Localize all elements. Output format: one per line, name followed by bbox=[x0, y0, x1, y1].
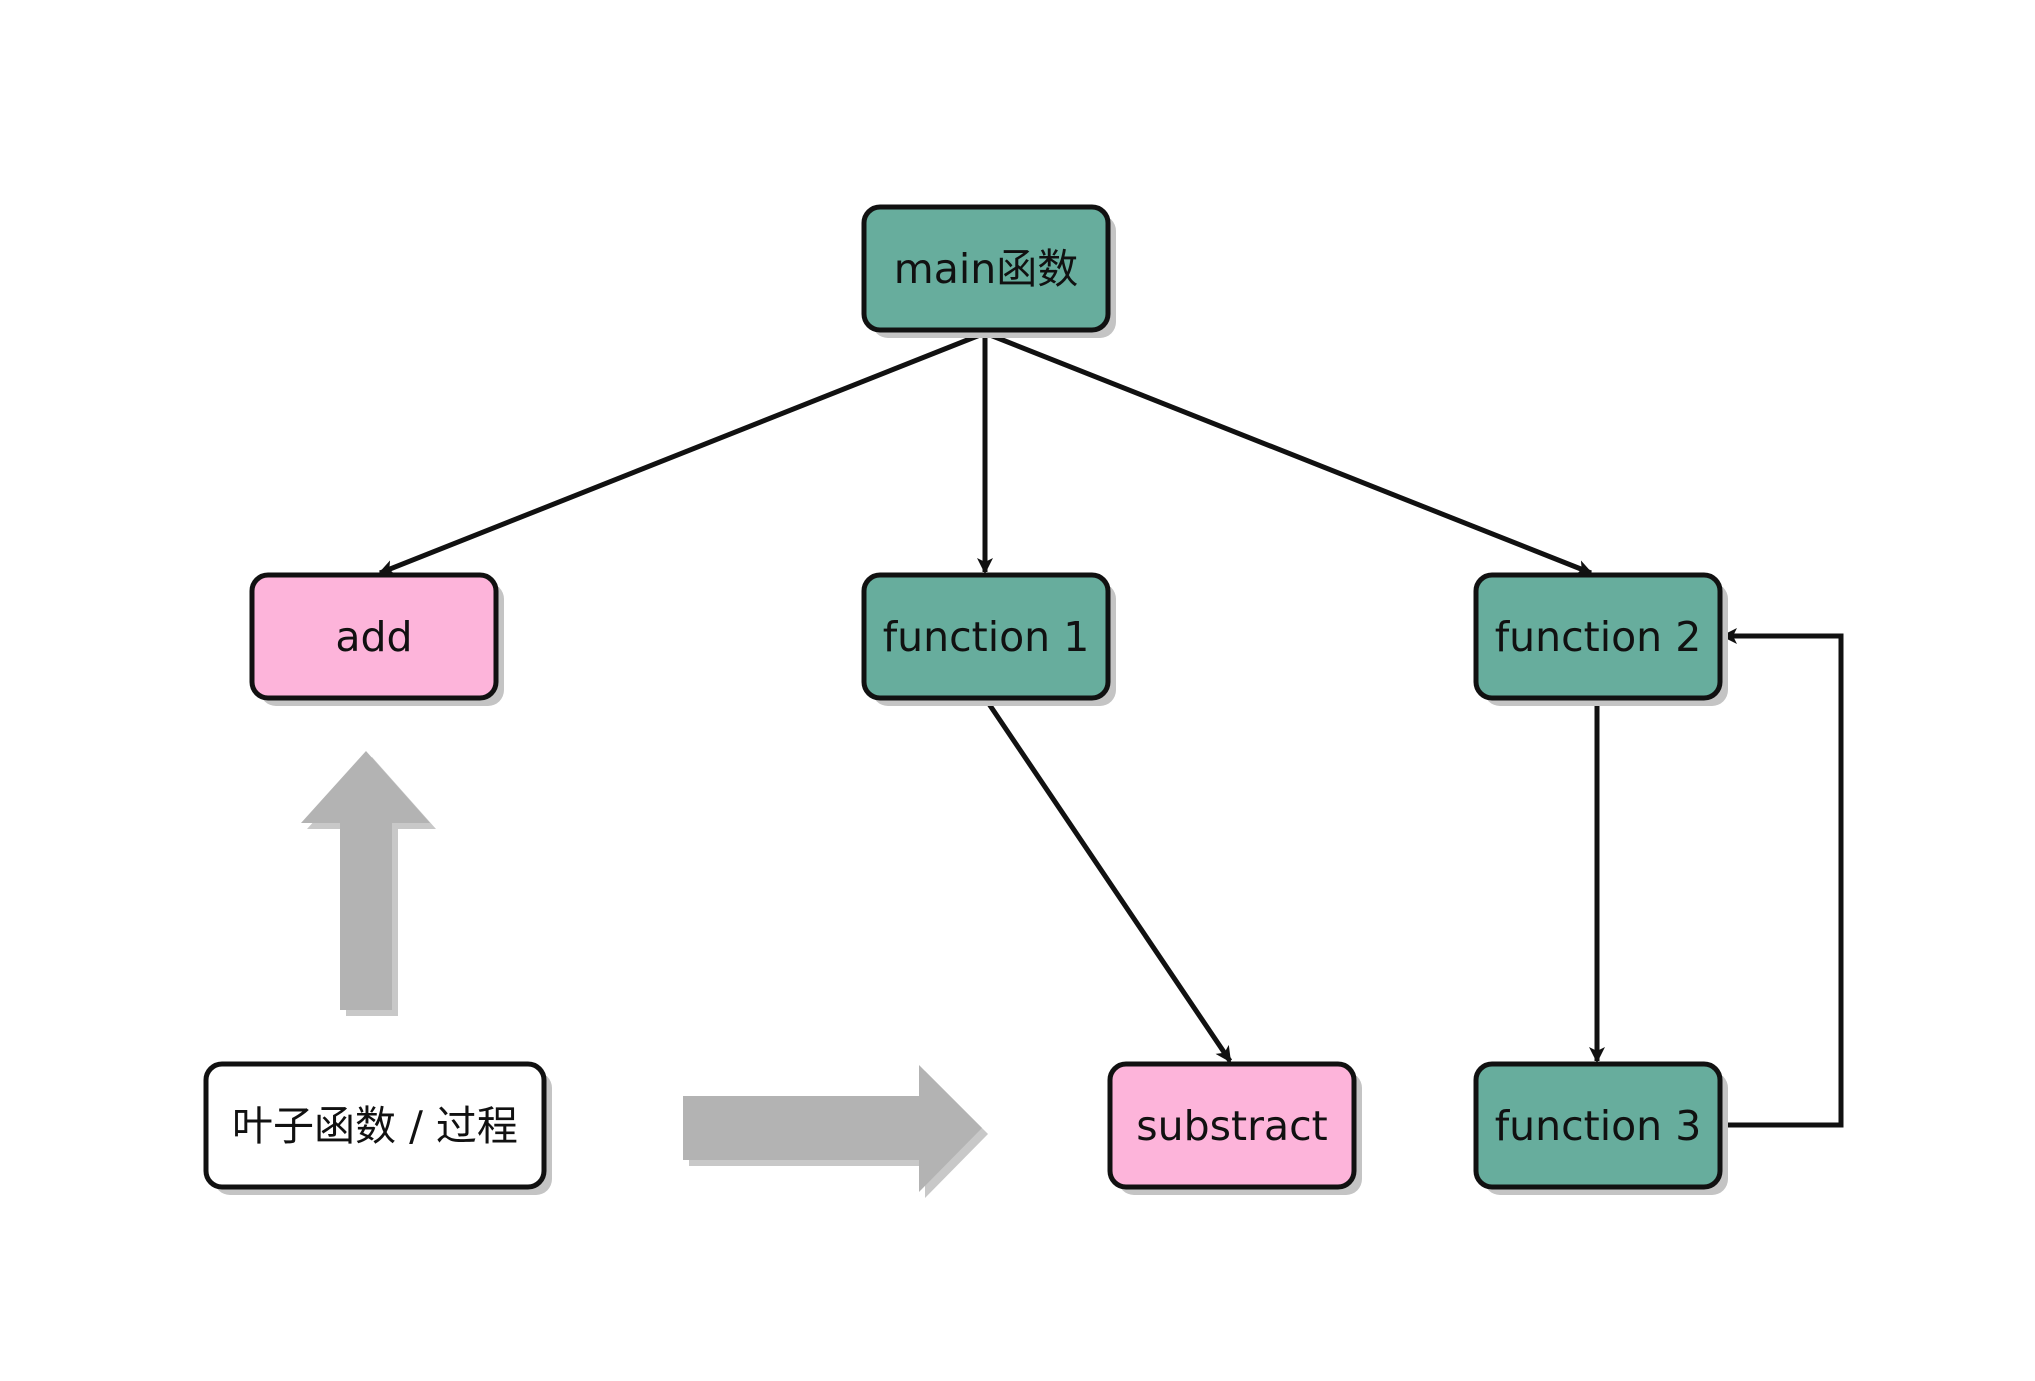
node-add-label: add bbox=[335, 613, 412, 661]
node-function3-label: function 3 bbox=[1495, 1102, 1702, 1150]
node-function2: function 2 bbox=[1473, 572, 1728, 706]
node-function1: function 1 bbox=[861, 572, 1116, 706]
edge-function1-substract bbox=[982, 696, 1233, 1063]
node-add: add bbox=[249, 572, 504, 706]
node-main: main函数 bbox=[861, 204, 1116, 338]
node-substract: substract bbox=[1107, 1061, 1362, 1195]
node-function2-label: function 2 bbox=[1495, 613, 1702, 661]
node-function1-label: function 1 bbox=[883, 613, 1090, 661]
indicator-arrow-up bbox=[301, 751, 436, 1016]
node-function3: function 3 bbox=[1473, 1061, 1728, 1195]
indicator-arrow-right bbox=[683, 1065, 988, 1198]
edge-main-function2 bbox=[984, 330, 1593, 576]
legend-leaf-function: 叶子函数 / 过程 bbox=[203, 1061, 552, 1195]
legend-label: 叶子函数 / 过程 bbox=[232, 1102, 518, 1150]
edge-function3-function2 bbox=[1720, 628, 1844, 1128]
node-main-label: main函数 bbox=[894, 245, 1078, 293]
edge-main-add bbox=[378, 330, 986, 576]
node-substract-label: substract bbox=[1136, 1102, 1327, 1150]
edges bbox=[378, 330, 1844, 1128]
